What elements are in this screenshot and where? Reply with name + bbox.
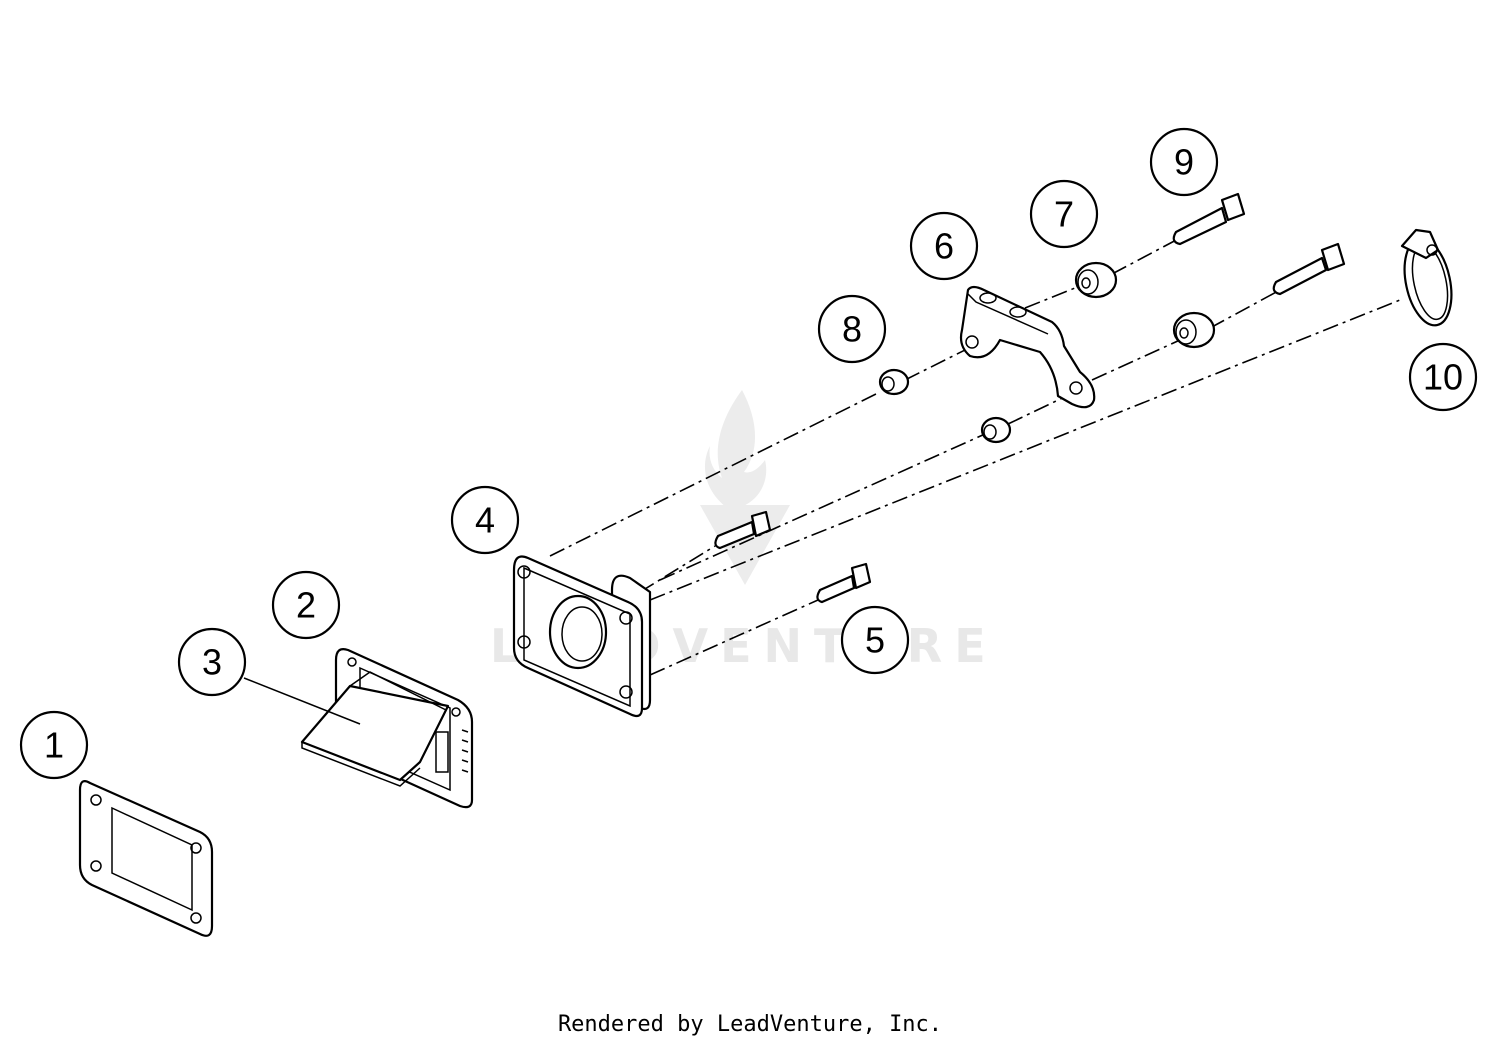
hose-clamp-part — [1400, 228, 1453, 327]
sleeve-part — [878, 368, 1012, 444]
callout-6: 6 — [909, 211, 979, 281]
callout-10-label: 10 — [1423, 357, 1463, 398]
leader-line — [243, 677, 361, 725]
callout-5: 5 — [840, 605, 910, 675]
gasket-part — [78, 780, 214, 937]
callout-6-label: 6 — [934, 226, 954, 267]
grommet-part — [1074, 261, 1216, 349]
callout-4-label: 4 — [475, 500, 495, 541]
intake-manifold-part — [512, 555, 652, 718]
footer-credit: Rendered by LeadVenture, Inc. — [557, 1012, 943, 1037]
bolt-part — [1172, 192, 1346, 296]
assembly-lines — [549, 237, 1401, 676]
callout-4: 4 — [450, 485, 520, 555]
callout-1-label: 1 — [44, 725, 64, 766]
reed-petal-part — [300, 671, 450, 787]
bracket-part — [959, 285, 1096, 409]
callout-3: 3 — [177, 627, 247, 697]
callout-8: 8 — [817, 294, 887, 364]
callout-1: 1 — [19, 710, 89, 780]
callout-10: 10 — [1408, 342, 1478, 412]
callout-2: 2 — [271, 570, 341, 640]
callout-9: 9 — [1149, 127, 1219, 197]
callout-2-label: 2 — [296, 585, 316, 626]
callout-9-label: 9 — [1174, 142, 1194, 183]
callout-5-label: 5 — [865, 620, 885, 661]
callout-7-label: 7 — [1054, 194, 1074, 235]
callout-3-label: 3 — [202, 642, 222, 683]
callout-7: 7 — [1029, 179, 1099, 249]
bolt-part — [714, 510, 872, 604]
callout-8-label: 8 — [842, 309, 862, 350]
